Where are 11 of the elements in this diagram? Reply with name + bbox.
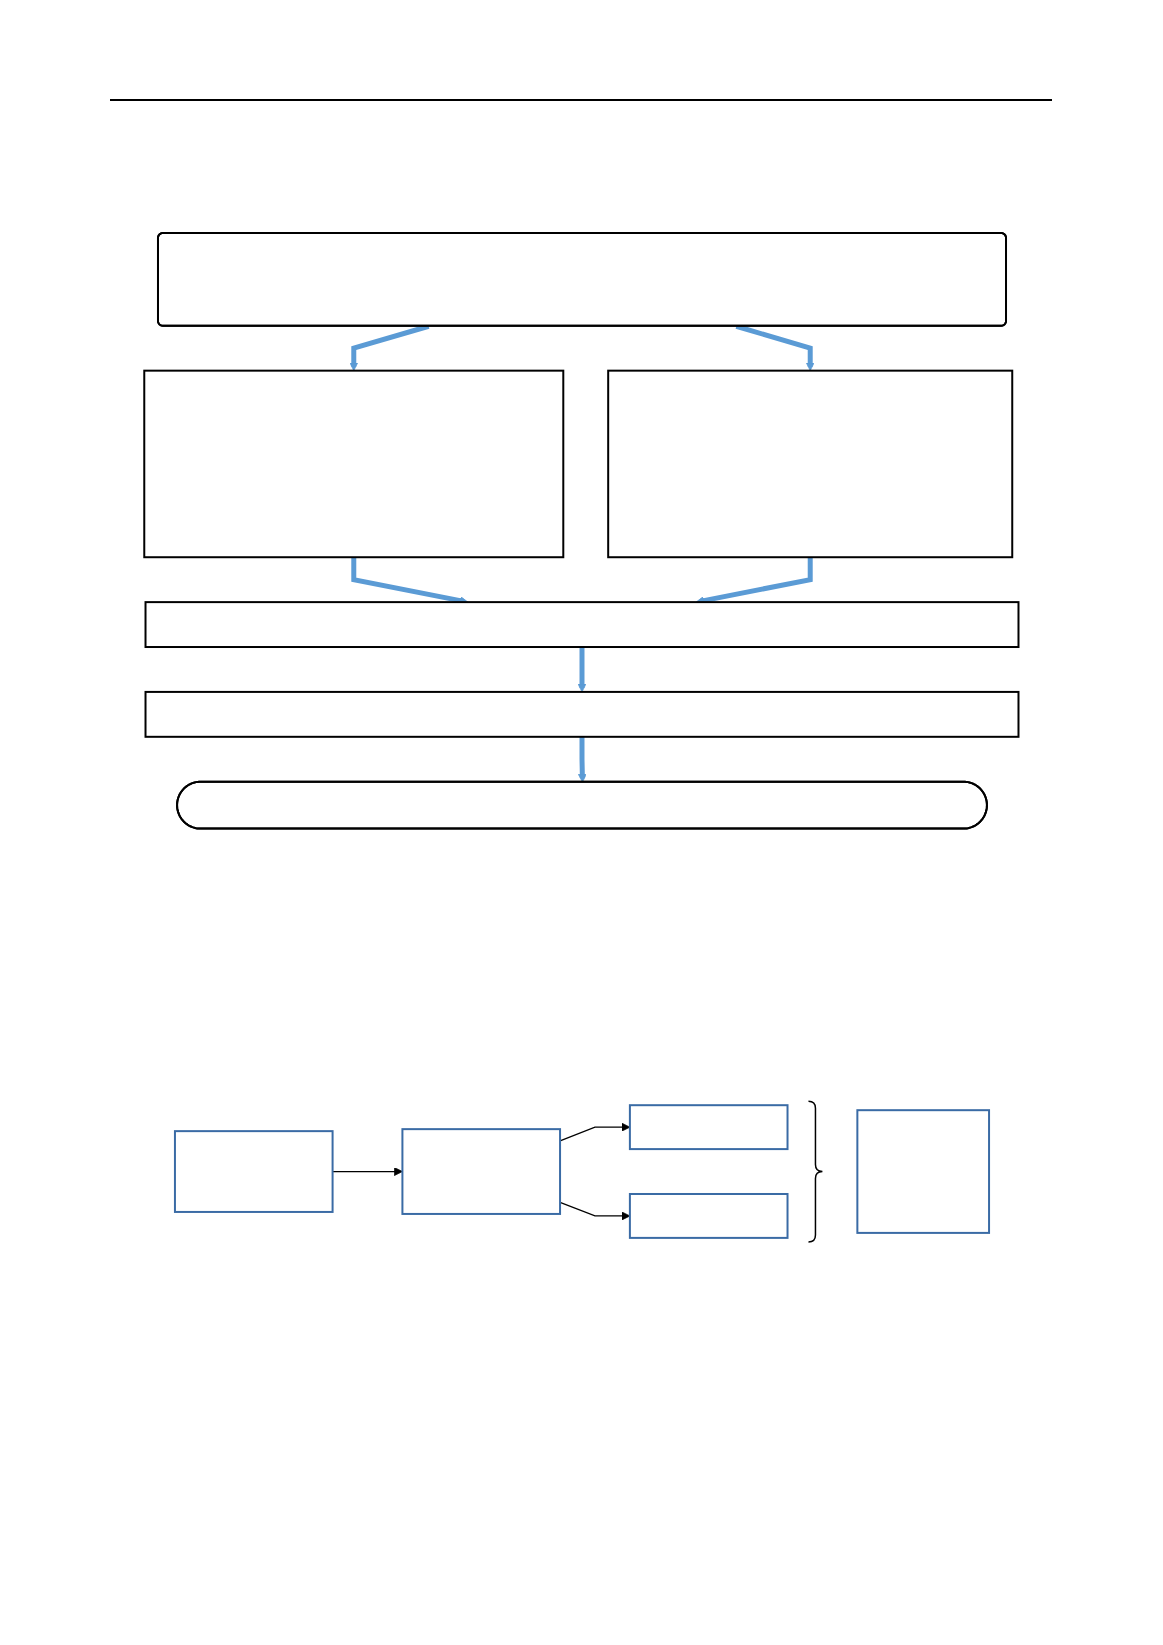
node-box xyxy=(142,369,564,559)
node-box xyxy=(628,1104,788,1151)
node-box xyxy=(144,601,1019,648)
node-box xyxy=(173,1130,334,1213)
node-box xyxy=(855,1109,990,1234)
node-box xyxy=(144,690,1019,738)
node-box xyxy=(628,1193,788,1239)
arrow xyxy=(577,647,586,693)
arrow xyxy=(577,736,587,783)
node-box xyxy=(606,369,1013,559)
node-box xyxy=(400,1128,561,1215)
